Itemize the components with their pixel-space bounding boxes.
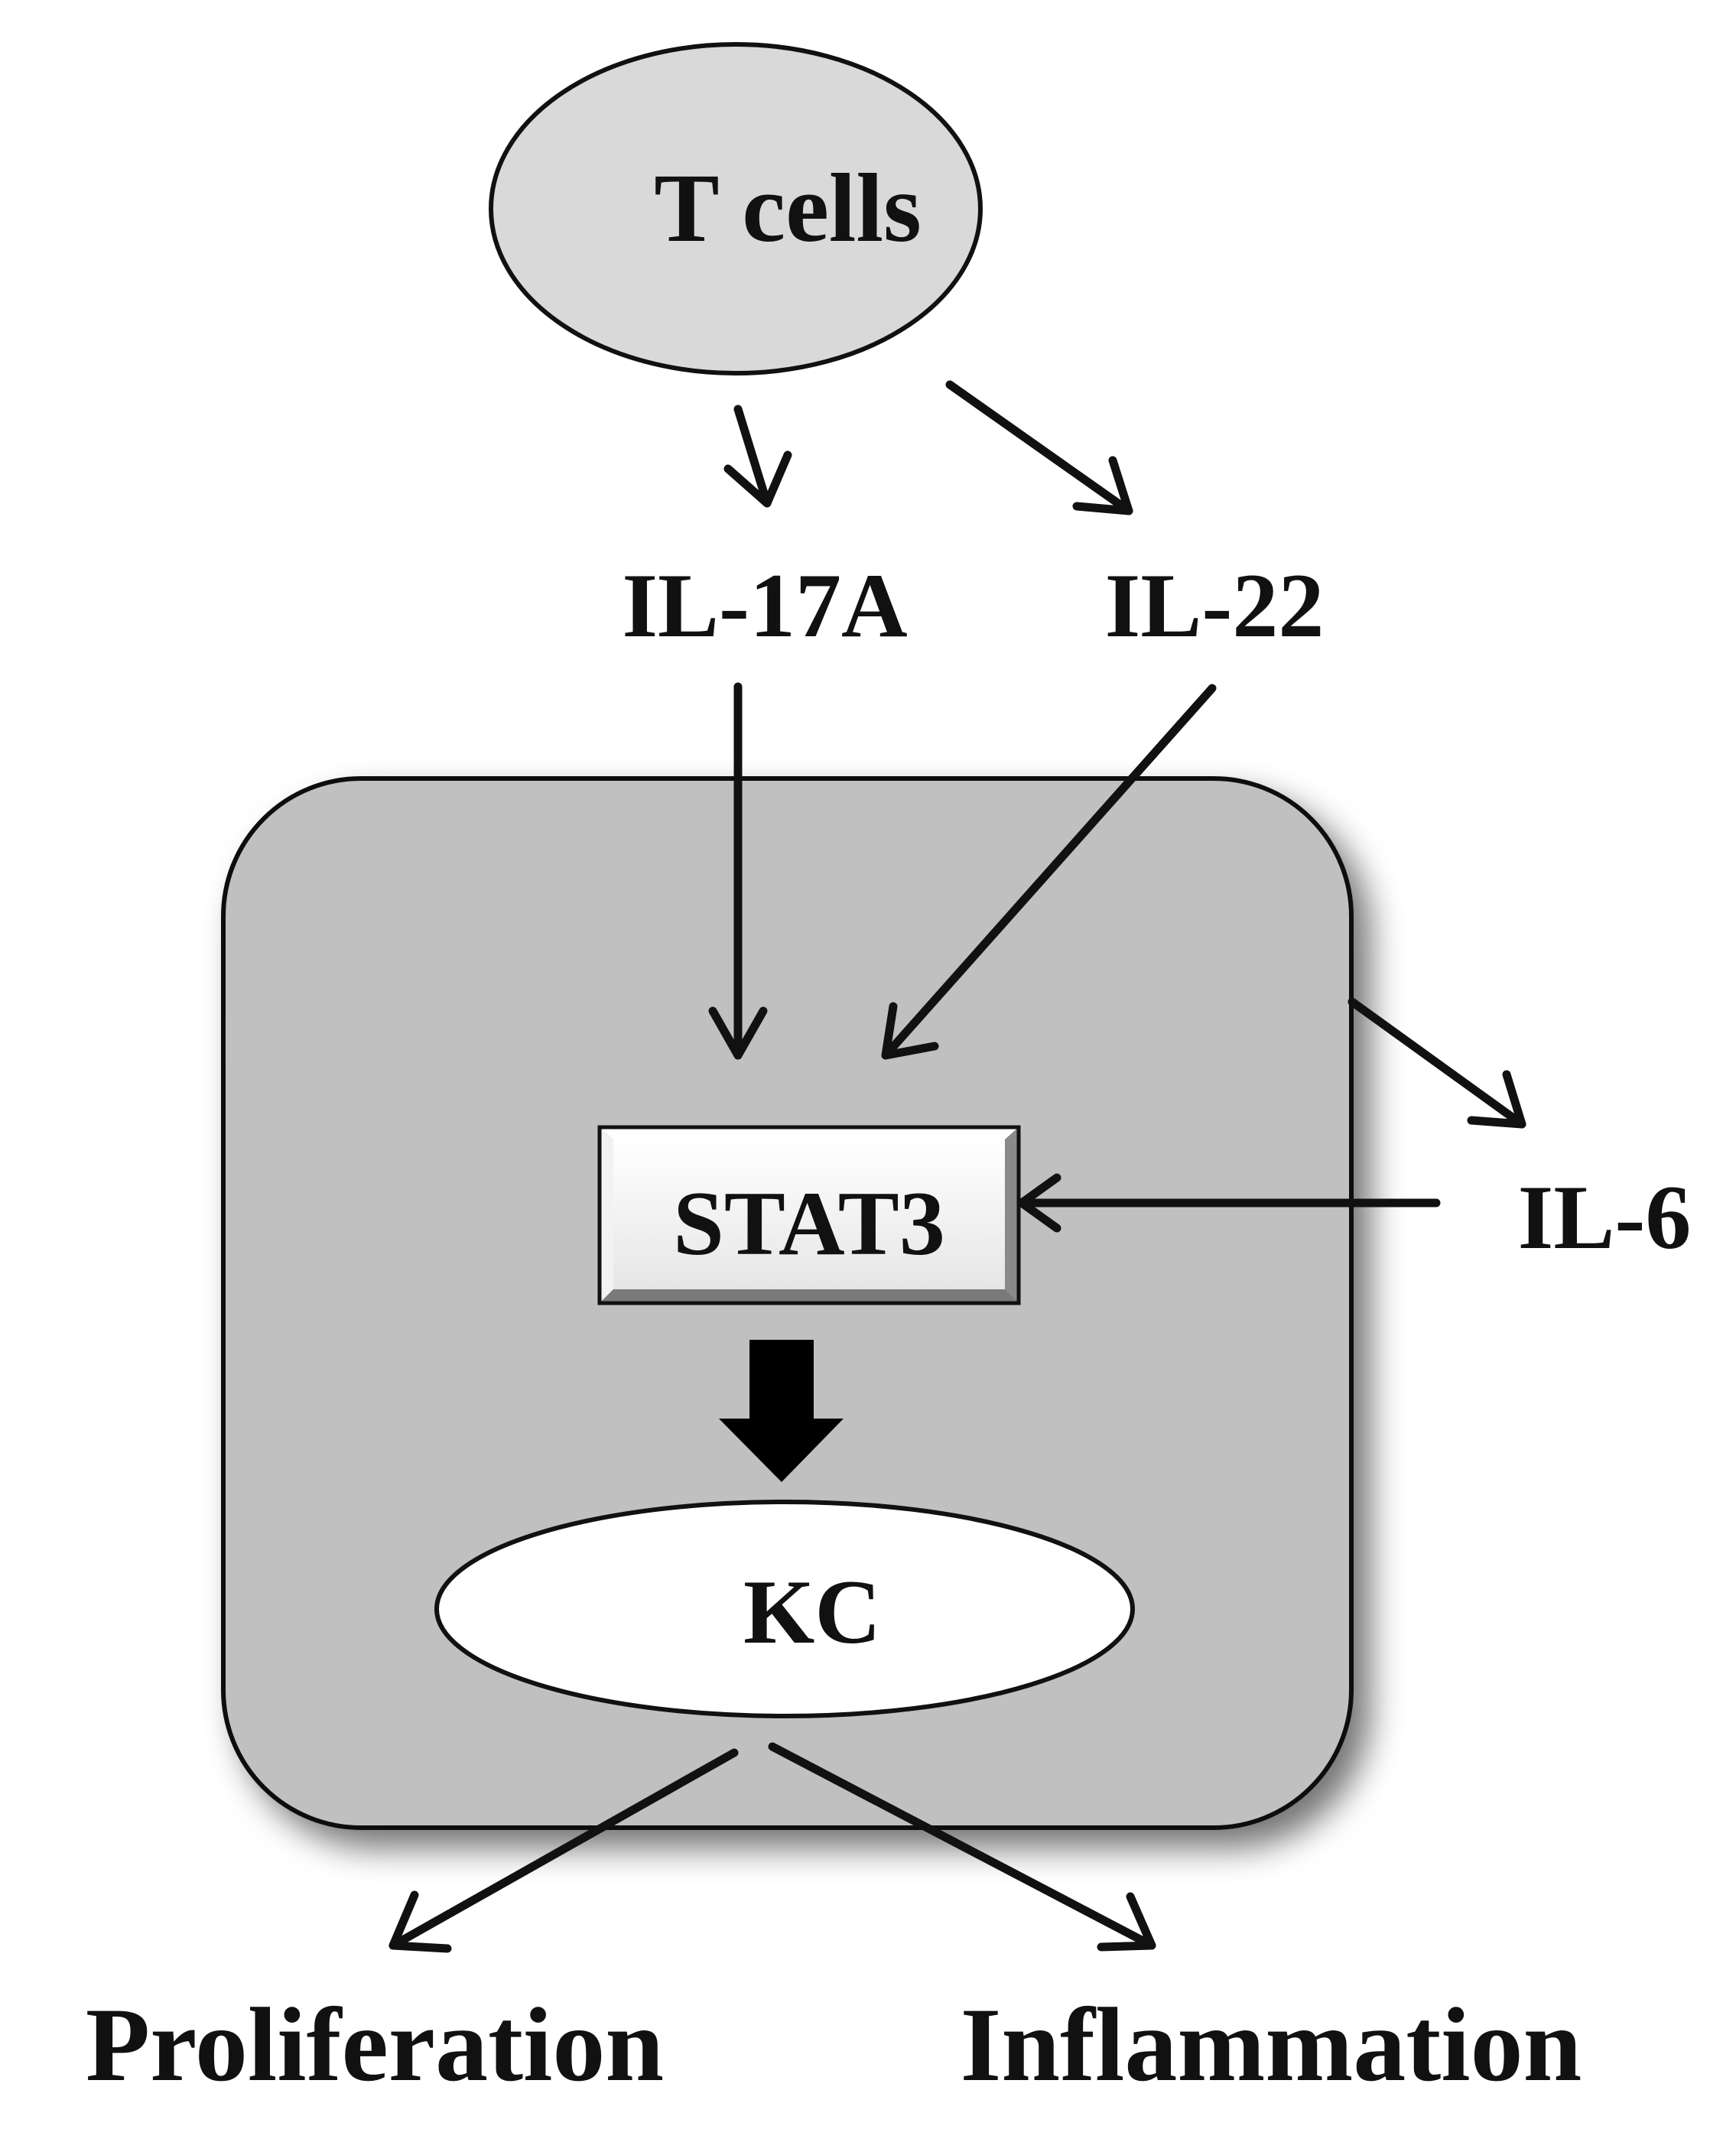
proliferation-label: Proliferation — [86, 1986, 664, 2103]
il17a-label: IL-17A — [622, 554, 907, 656]
block-arrow-stat3-to-kc — [719, 1340, 844, 1482]
arrow-tcells-to-il17a — [723, 405, 792, 508]
inflammation-label: Inflammation — [961, 1986, 1582, 2103]
il22-label: IL-22 — [1105, 554, 1325, 656]
stat3-box — [597, 1125, 1021, 1305]
arrow-il6-to-stat3 — [1017, 1173, 1441, 1233]
arrow-il17a-to-stat3 — [708, 682, 768, 1060]
arrow-il22-to-stat3 — [881, 684, 1217, 1060]
t-cells-label: T cells — [654, 154, 922, 262]
arrow-tcells-to-il22 — [945, 380, 1133, 515]
kc-label: KC — [743, 1561, 881, 1663]
il6-label: IL-6 — [1518, 1166, 1692, 1268]
arrow-cell-to-il6 — [1348, 997, 1526, 1129]
kc-node — [434, 1500, 1135, 1718]
arrow-kc-to-inflammation — [768, 1742, 1156, 1952]
stat3-label: STAT3 — [673, 1172, 945, 1274]
t-cells-node — [489, 42, 983, 375]
arrow-kc-to-proliferation — [388, 1748, 739, 1953]
